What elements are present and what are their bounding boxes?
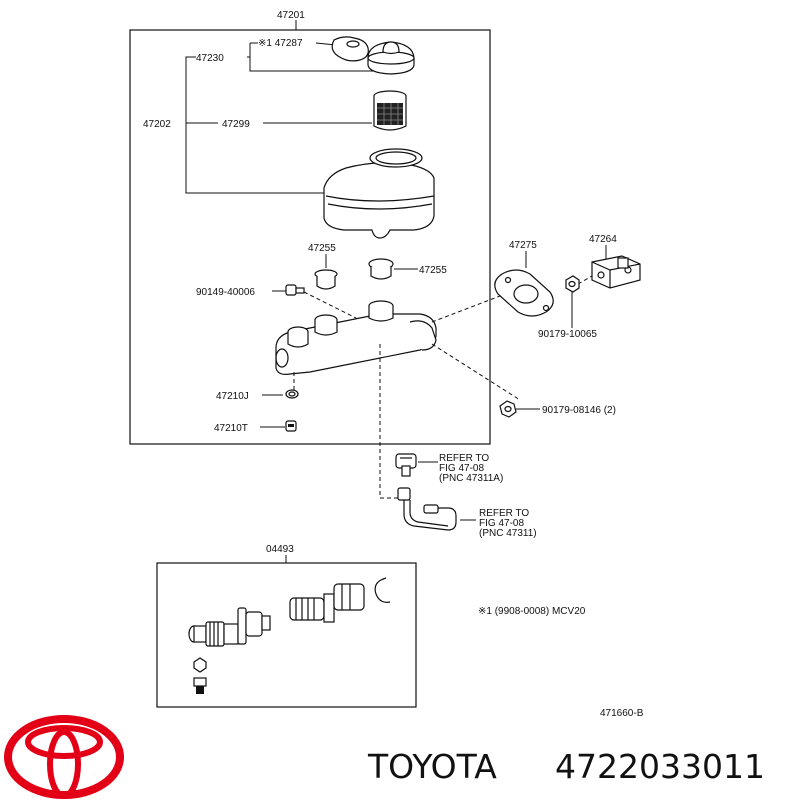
nut-a-part: [565, 275, 580, 293]
union-fitting-part: [395, 453, 417, 477]
label-04493: 04493: [266, 544, 294, 555]
label-47275: 47275: [509, 240, 537, 251]
label-47255-b: 47255: [419, 265, 447, 276]
snap-ring-part: [374, 577, 391, 603]
reservoir-cap-part: [367, 41, 415, 75]
grommet-b-part: [368, 258, 394, 280]
bolt-t-part: [285, 420, 297, 432]
brake-tube-part: [397, 487, 457, 531]
gasket-j-part: [285, 389, 299, 399]
screw-part: [285, 284, 305, 296]
refer-1-line2: FIG 47-08: [439, 463, 484, 474]
gasket-plate-part: [494, 269, 554, 317]
nut-b-part: [499, 400, 517, 418]
brand-name: TOYOTA: [367, 747, 497, 786]
refer-2-line2: FIG 47-08: [479, 518, 524, 529]
label-47255-a: 47255: [308, 243, 336, 254]
drawing-id: 471660-B: [600, 708, 644, 719]
kit-bleeder-part: [193, 677, 207, 694]
strainer-part: [373, 90, 407, 131]
assembly-frame: [129, 29, 491, 445]
bracket-part: [591, 255, 641, 289]
label-47210t: 47210T: [214, 423, 248, 434]
label-90149-40006: 90149-40006: [196, 287, 255, 298]
grommet-a-part: [314, 269, 338, 290]
gasket-47287-part: [331, 36, 369, 62]
label-47299: 47299: [222, 119, 250, 130]
master-cylinder-part: [275, 300, 437, 375]
label-90179-08146: 90179-08146 (2): [542, 405, 616, 416]
piston-b-part: [289, 583, 365, 623]
toyota-logo: [4, 715, 124, 799]
label-47230: 47230: [196, 53, 224, 64]
refer-2-line3: (PNC 47311): [479, 528, 537, 539]
refer-2-line1: REFER TO: [479, 508, 529, 519]
part-number: 4722033011: [555, 747, 765, 786]
kit-nut-part: [193, 657, 207, 673]
reservoir-part: [323, 148, 435, 239]
refer-1-line1: REFER TO: [439, 453, 489, 464]
label-90179-10065: 90179-10065: [538, 329, 597, 340]
label-47264: 47264: [589, 234, 617, 245]
label-47201: 47201: [277, 10, 305, 21]
refer-1-line3: (PNC 47311A): [439, 473, 503, 484]
label-47202: 47202: [143, 119, 171, 130]
label-47210j: 47210J: [216, 391, 249, 402]
piston-a-part: [188, 607, 271, 647]
note-text: ※1 (9908-0008) MCV20: [478, 606, 586, 617]
label-47287: ※1 47287: [258, 38, 303, 49]
